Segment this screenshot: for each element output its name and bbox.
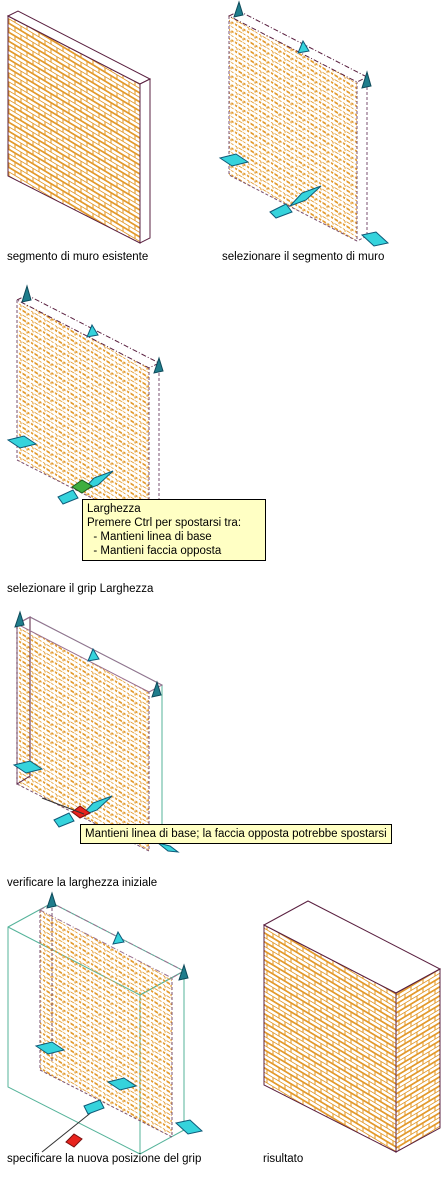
- selected-wall: [227, 10, 369, 242]
- caption-specify-position: specificare la nuova posizione del grip: [7, 1153, 202, 1165]
- caption-verify-width: verificare la larghezza iniziale: [7, 877, 158, 889]
- width-grip-active: [71, 805, 91, 819]
- location-grip: [269, 203, 293, 219]
- wall-width-hover: [15, 294, 161, 528]
- start-grip: [218, 153, 250, 167]
- width-grip-arrow: [289, 185, 322, 207]
- height-grip-end: [361, 70, 372, 89]
- width-grip-dragged: [65, 1133, 83, 1148]
- height-grip-start: [233, 0, 244, 18]
- caption-existing: segmento di muro esistente: [7, 251, 149, 263]
- end-grip: [360, 231, 390, 247]
- grip-set-selected: [218, 0, 390, 247]
- grip-set-stretch: [34, 891, 204, 1153]
- tooltip-line-2: - Mantieni linea di base: [87, 531, 212, 543]
- caption-result: risultato: [263, 1153, 304, 1165]
- result-wall: [262, 900, 442, 1153]
- width-grip-tooltip: Larghezza Premere Ctrl per spostarsi tra…: [82, 499, 266, 561]
- keep-baseline-text: Mantieni linea di base; la faccia oppost…: [85, 828, 387, 840]
- keep-baseline-tooltip: Mantieni linea di base; la faccia oppost…: [80, 824, 392, 844]
- caption-select-segment: selezionare il segmento di muro: [222, 251, 385, 263]
- wall-width-verify: [15, 616, 164, 852]
- width-grip-hovered: [71, 479, 93, 494]
- grip-set-hover: [6, 284, 164, 505]
- tooltip-line-3: - Mantieni faccia opposta: [87, 545, 222, 557]
- caption-select-grip: selezionare il grip Larghezza: [7, 583, 154, 595]
- tooltip-line-1: Premere Ctrl per spostarsi tra:: [87, 517, 242, 529]
- roof-grip: [297, 39, 310, 54]
- wall-width-stretch: [7, 902, 186, 1155]
- existing-wall: [6, 10, 152, 244]
- grip-set-verify: [12, 610, 180, 853]
- tooltip-title: Larghezza: [87, 503, 141, 515]
